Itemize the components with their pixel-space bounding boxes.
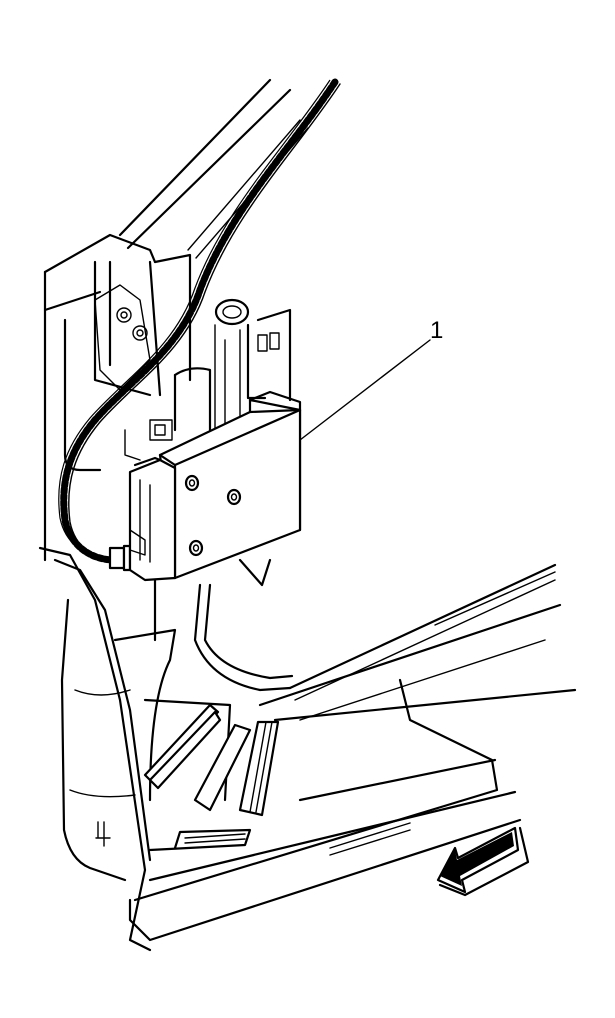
direction-arrow-icon (438, 828, 528, 895)
steering-column (175, 300, 290, 440)
windshield-pillar (45, 80, 308, 310)
lower-column-area (115, 580, 292, 850)
wiring-harness (59, 80, 340, 570)
callout-1: 1 (300, 317, 443, 440)
callout-1-label: 1 (430, 317, 443, 344)
control-module (125, 392, 300, 585)
left-side-panel (40, 310, 150, 950)
floor-sill (130, 565, 575, 940)
